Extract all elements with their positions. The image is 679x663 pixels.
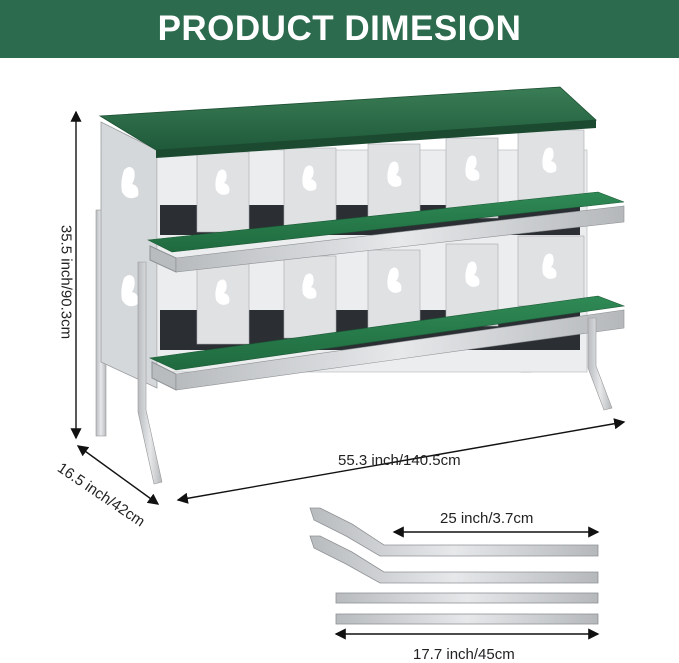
leg-front-left (137, 261, 163, 485)
depth-arrow (76, 445, 160, 505)
width-label: 55.3 inch/140.5cm (338, 452, 461, 469)
chicken-icon (121, 275, 139, 307)
perch-bottom (148, 295, 626, 391)
banner-title: PRODUCT DIMESION (157, 9, 522, 48)
short-legs (335, 592, 599, 625)
title-banner: PRODUCT DIMESION (0, 0, 679, 58)
height-label: 35.5 inch/90.3cm (57, 224, 75, 340)
side-panel-left (100, 121, 158, 389)
long-legs (309, 507, 599, 584)
long-leg-label: 25 inch/3.7cm (440, 510, 534, 527)
roof-edge (156, 120, 596, 158)
leg-front-right (587, 317, 613, 411)
nest-row-top (160, 129, 585, 235)
perch-top (146, 191, 625, 273)
chicken-icon (121, 167, 139, 199)
short-leg-label: 17.7 inch/45cm (413, 646, 515, 663)
width-arrow (176, 418, 626, 504)
